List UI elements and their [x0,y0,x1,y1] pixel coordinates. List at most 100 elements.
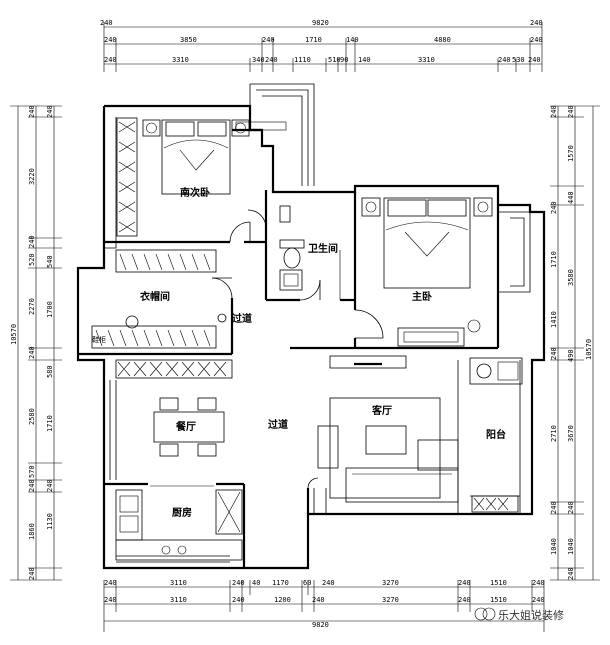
right-dim-r2-4: 490 [567,349,575,362]
room-label-corridor-lower: 过道 [268,418,288,431]
room-label-cloakroom: 衣帽间 [140,290,170,303]
left-dim-r2-1: 3220 [28,168,36,185]
left-dim-r2-0: 240 [28,105,36,118]
right-dim-total: 10570 [585,339,593,360]
top-dim-r3-5: 510 [328,56,341,64]
top-dim-r2-4: 140 [346,36,359,44]
left-dim-r2-10: 240 [28,567,36,580]
cloakroom: 衣帽间 过道 鞋柜 [91,249,252,349]
right-dim-r3-7: 1040 [550,538,558,555]
watermark-text: 乐大姐说装修 [498,608,564,622]
bottom-dim-r1-7: 3270 [382,579,399,587]
top-dim-r3-8: 3310 [418,56,435,64]
room-label-bathroom: 卫生间 [308,242,338,255]
room-label-corridor-upper: 过道 [232,312,252,325]
bottom-dim-r2-6: 240 [458,596,471,604]
left-dim-r3-0: 240 [46,105,54,118]
right-dim-r3-1: 240 [550,201,558,214]
bottom-dim-r2-3: 1200 [274,596,291,604]
bottom-dim-r1-3: 40 [252,579,260,587]
top-dim-r2-2: 240 [262,36,275,44]
room-label-living-room: 客厅 [371,404,392,417]
top-dim-r2-0: 240 [104,36,117,44]
bottom-dim-r2-7: 1510 [490,596,507,604]
left-dim-r2-2: 240 [28,235,36,248]
exterior-walls [76,83,546,570]
bottom-dimensions: 240 3110 240 40 1170 60 240 3270 240 151… [103,579,545,632]
right-dim-r2-1: 1570 [567,145,575,162]
top-dim-r3-11: 240 [528,56,541,64]
bottom-dim-r1-4: 1170 [272,579,289,587]
bottom-dim-r2-5: 3270 [382,596,399,604]
right-dim-r2-0: 240 [567,105,575,118]
bottom-dim-r1-10: 240 [532,579,545,587]
bottom-dim-r1-6: 240 [322,579,335,587]
top-dim-r3-6: 90 [340,56,348,64]
bottom-dim-r2-0: 240 [104,596,117,604]
top-dim-left-end: 240 [100,19,113,27]
right-dim-r2-2: 440 [567,191,575,204]
right-dim-r3-5: 2710 [550,425,558,442]
watermark: 乐大姐说装修 [474,607,564,622]
left-dim-r3-1: 540 [46,255,54,268]
bottom-dim-r1-5: 60 [303,579,311,587]
balcony: 阳台 [469,357,523,513]
left-dim-r3-6: 1130 [46,513,54,530]
top-dim-r3-9: 240 [498,56,511,64]
left-dim-total: 10570 [10,324,18,345]
top-dim-r2-1: 3850 [180,36,197,44]
top-dimensions: 240 9820 240 240 3850 240 1710 140 4880 … [100,19,543,72]
doors [211,209,384,489]
left-dim-r3-3: 580 [46,365,54,378]
right-dim-r2-8: 240 [567,567,575,580]
right-dim-r2-7: 1040 [567,538,575,555]
left-dim-r2-3: 520 [28,253,36,266]
top-dim-r3-4: 1110 [294,56,311,64]
left-dim-r2-6: 2580 [28,408,36,425]
left-dim-r2-8: 240 [28,479,36,492]
top-dim-r3-2: 340 [252,56,265,64]
bottom-dim-total: 9820 [312,621,329,629]
top-dim-r2-6: 240 [530,36,543,44]
left-dim-r2-7: 570 [28,465,36,478]
right-dim-r2-5: 3670 [567,425,575,442]
left-dim-r3-4: 1710 [46,415,54,432]
south-second-bedroom: 南次卧 [116,117,287,237]
left-dimensions: 10570 240 3220 240 520 2270 240 2580 570… [10,105,62,581]
right-dim-r3-4: 240 [550,347,558,360]
dining-room: 餐厅 过道 [115,359,288,457]
bottom-dim-r2-2: 240 [232,596,245,604]
bottom-dim-r1-2: 240 [232,579,245,587]
top-dim-r3-7: 140 [358,56,371,64]
top-dim-right-end: 240 [530,19,543,27]
top-dim-r2-3: 1710 [305,36,322,44]
bottom-dim-r2-4: 240 [312,596,325,604]
right-dim-r2-6: 240 [567,501,575,514]
room-label-master-bedroom: 主卧 [412,290,432,303]
left-dim-r2-4: 2270 [28,298,36,315]
left-dim-r3-2: 1700 [46,301,54,318]
right-dim-r3-0: 240 [550,105,558,118]
right-dim-r3-2: 1710 [550,251,558,268]
bottom-dim-r1-9: 1510 [490,579,507,587]
left-dim-r2-9: 1860 [28,523,36,540]
top-dim-r3-1: 3310 [172,56,189,64]
top-dim-r3-0: 240 [104,56,117,64]
living-room: 客厅 [317,355,459,503]
right-dim-r3-3: 1410 [550,311,558,328]
bottom-dim-r1-8: 240 [458,579,471,587]
top-dim-r3-3: 240 [265,56,278,64]
interior-walls [78,128,500,568]
cabinet-label: 鞋柜 [92,335,106,344]
bottom-dim-r1-1: 3110 [170,579,187,587]
room-label-balcony: 阳台 [486,428,506,441]
bottom-dim-r2-8: 240 [532,596,545,604]
top-dim-r3-10: 530 [512,56,525,64]
right-dim-r2-3: 3580 [567,269,575,286]
top-dim-r2-5: 4880 [434,36,451,44]
room-label-south-second-bedroom: 南次卧 [180,186,210,199]
top-dim-total: 9820 [312,19,329,27]
bottom-dim-r2-1: 3110 [170,596,187,604]
kitchen: 厨房 [115,489,243,561]
